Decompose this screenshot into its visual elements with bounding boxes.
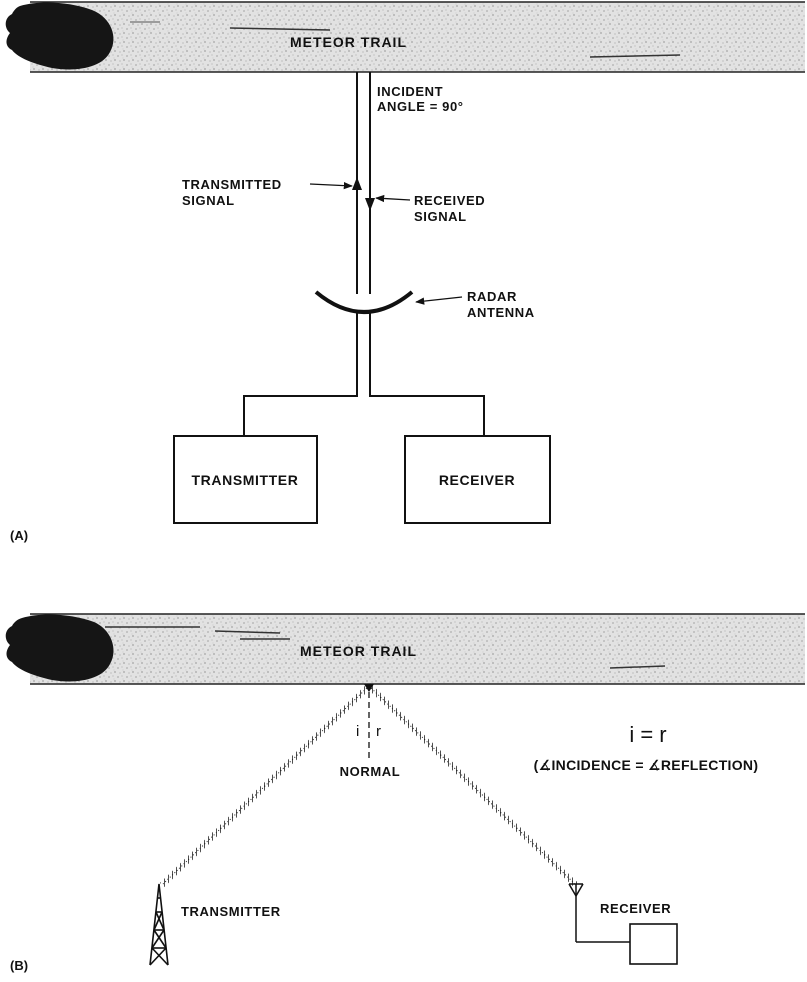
antenna-label-line1: RADAR xyxy=(467,289,517,304)
transmitter-tower-icon xyxy=(149,883,169,966)
meteor-trail-label-b: METEOR TRAIL xyxy=(300,643,417,659)
antenna-label-line2: ANTENNA xyxy=(467,305,535,320)
down-arrow-icon xyxy=(365,198,375,211)
transmitter-feed-line xyxy=(243,312,358,436)
receiver-box xyxy=(404,435,551,524)
receiver-label-a: RECEIVER xyxy=(439,472,515,488)
incident-label-line2: ANGLE = 90° xyxy=(377,99,464,114)
receiver-label-b: RECEIVER xyxy=(600,901,671,916)
received-pointer xyxy=(375,194,411,203)
received-label-line1: RECEIVED xyxy=(414,193,485,208)
up-arrow-icon xyxy=(352,177,362,190)
receiver-feed-line xyxy=(369,312,485,436)
panel-b-label: (B) xyxy=(10,958,28,973)
panel-a: METEOR TRAIL INCIDENT ANGLE = 90° TRANSM… xyxy=(5,1,805,543)
incident-label-line1: INCIDENT xyxy=(377,84,443,99)
receiver-antenna-icon xyxy=(568,883,630,943)
receiver-box-b xyxy=(629,923,678,965)
equation-text: (∡INCIDENCE = ∡REFLECTION) xyxy=(534,757,759,773)
meteor-head-a xyxy=(5,2,114,70)
angle-i-label: i xyxy=(356,723,359,740)
radar-antenna-dish xyxy=(314,290,414,314)
transmitted-pointer xyxy=(309,181,353,190)
antenna-pointer xyxy=(415,296,463,305)
transmitter-label-a: TRANSMITTER xyxy=(192,472,299,488)
panel-b: METEOR TRAIL i r NORMAL i = r (∡INCIDENC… xyxy=(5,613,805,973)
transmitter-box xyxy=(173,435,318,524)
meteor-trail-label-a: METEOR TRAIL xyxy=(290,34,407,50)
transmitted-label-line1: TRANSMITTED xyxy=(182,177,282,192)
transmitted-label-line2: SIGNAL xyxy=(182,193,235,208)
incident-ray xyxy=(159,683,372,888)
angle-r-label: r xyxy=(376,723,381,740)
reflection-point xyxy=(364,684,374,692)
reflected-ray xyxy=(366,683,579,888)
normal-label: NORMAL xyxy=(340,764,401,779)
meteor-trail-a xyxy=(30,1,805,73)
received-label-line2: SIGNAL xyxy=(414,209,467,224)
meteor-trail-b xyxy=(30,613,805,685)
panel-a-label: (A) xyxy=(10,528,28,543)
meteor-head-b xyxy=(5,614,114,682)
transmitter-label-b: TRANSMITTER xyxy=(181,904,281,919)
formula-text: i = r xyxy=(629,722,666,747)
